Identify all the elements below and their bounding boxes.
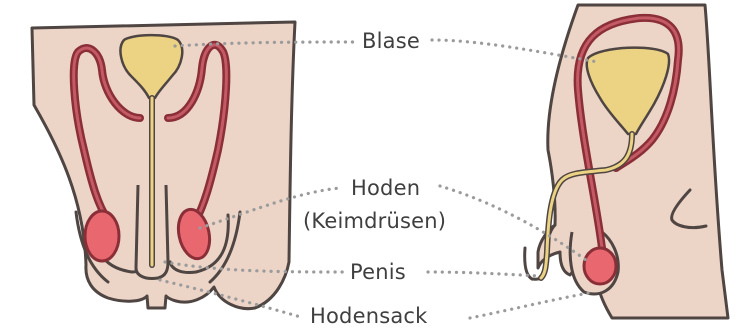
leader-scrotum-side <box>470 292 594 318</box>
label-testes: Hoden <box>351 178 420 199</box>
front-view <box>32 22 295 309</box>
label-scrotum: Hodensack <box>310 306 428 327</box>
leader-penis-side <box>428 272 540 276</box>
front-testis-left <box>85 211 119 261</box>
side-view <box>525 5 728 318</box>
side-testis <box>584 248 616 284</box>
label-testes-subtitle: (Keimdrüsen) <box>303 211 446 232</box>
label-penis: Penis <box>350 262 406 283</box>
label-bladder: Blase <box>362 31 420 52</box>
